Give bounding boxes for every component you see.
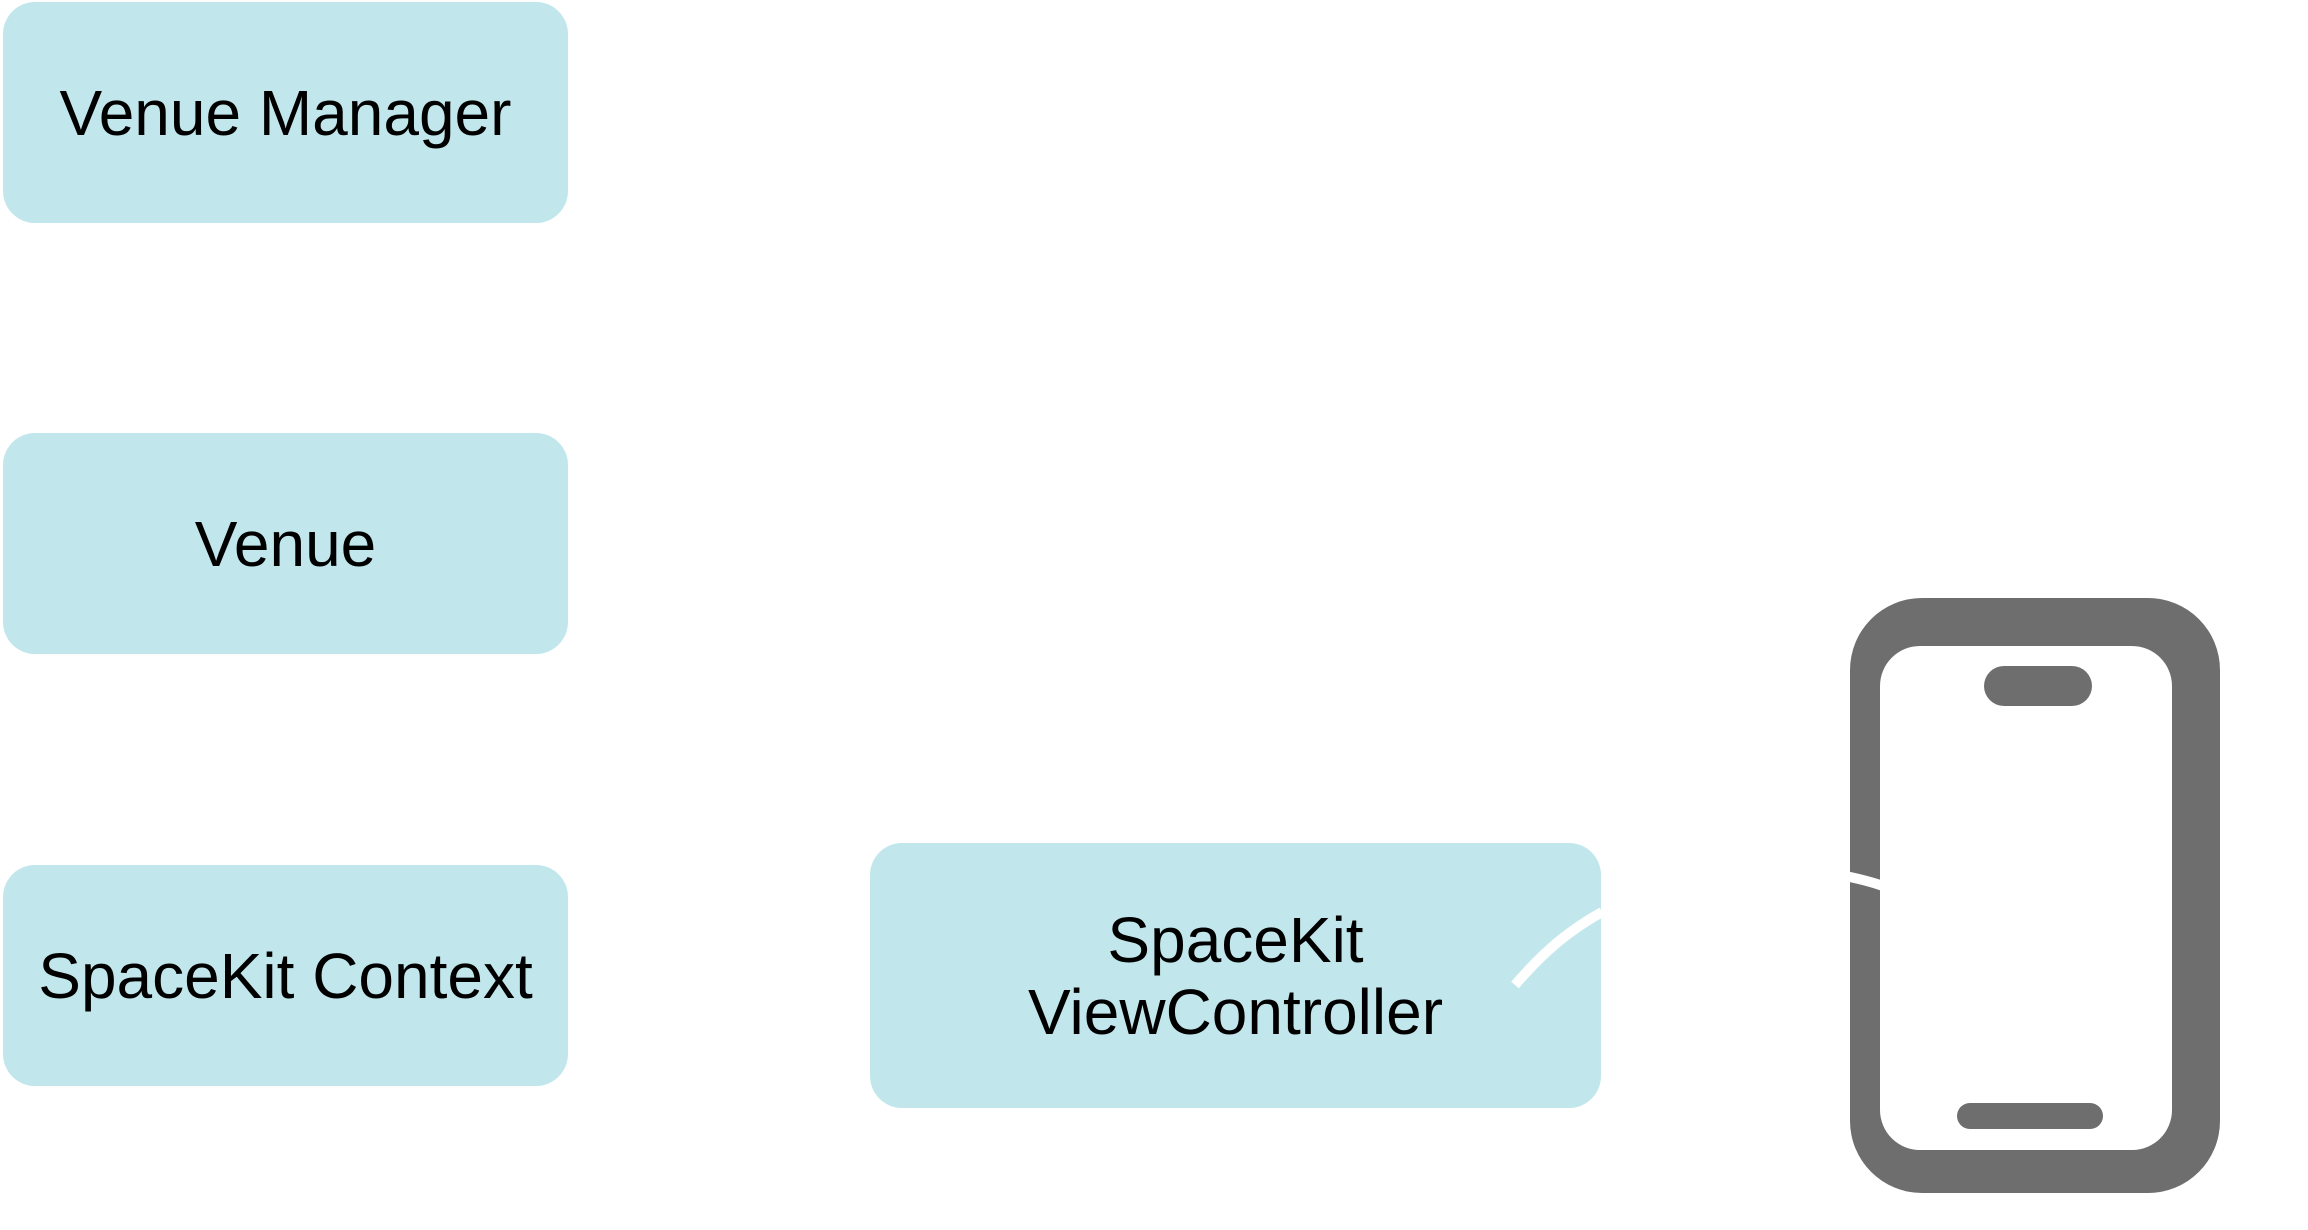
spacekit-viewcontroller-label: SpaceKit ViewController: [1028, 903, 1443, 1048]
spacekit-viewcontroller-node: SpaceKit ViewController: [870, 843, 1601, 1108]
phone-speaker: [1984, 666, 2092, 706]
phone-home-indicator: [1957, 1103, 2103, 1129]
spacekit-context-label: SpaceKit Context: [38, 939, 533, 1012]
smartphone-icon: [1850, 598, 2220, 1193]
venue-manager-label: Venue Manager: [59, 76, 512, 149]
venue-manager-node: Venue Manager: [3, 2, 568, 223]
venue-label: Venue: [194, 507, 377, 580]
venue-node: Venue: [3, 433, 568, 654]
spacekit-context-node: SpaceKit Context: [3, 865, 568, 1086]
